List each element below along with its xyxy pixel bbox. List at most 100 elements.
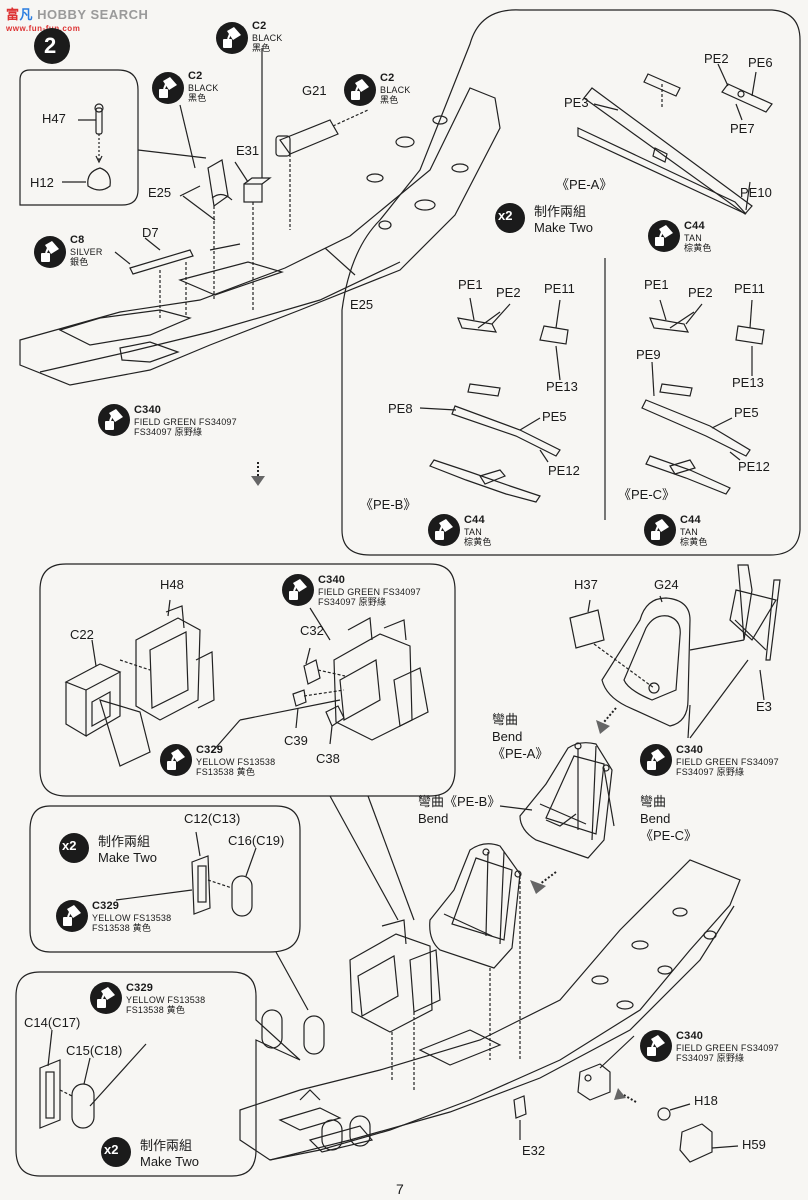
part-c32-shape [303, 659, 321, 685]
paint-icon-black-1 [215, 21, 249, 55]
paint-icon-black-2 [151, 71, 185, 105]
bend-label-pe-c: 彎曲 Bend 《PE-C》 [640, 794, 698, 843]
label-e25-floor: E25 [350, 297, 374, 312]
paint-icon-field-green-1 [97, 403, 131, 437]
make-two-note-1: 制作兩組 Make Two [534, 204, 593, 237]
label-pe10: PE10 [740, 185, 772, 200]
part-c22-shape [64, 663, 151, 767]
label-pe1-b: PE1 [458, 277, 483, 292]
paint-tan-1: C44 TAN 棕黄色 [684, 220, 712, 253]
part-g21-shape [275, 109, 369, 230]
paint-icon-tan-2 [427, 513, 461, 547]
label-pe3: PE3 [564, 95, 589, 110]
paint-black-2: C2 BLACK 黑色 [188, 70, 219, 103]
paint-icon-black-3 [343, 73, 377, 107]
paint-icon-yellow-3 [89, 981, 123, 1015]
paint-black-3: C2 BLACK 黑色 [380, 72, 411, 105]
make-two-en: Make Two [140, 1154, 200, 1170]
seat-arrow-2 [530, 871, 557, 894]
label-c38: C38 [316, 751, 340, 766]
label-pe6: PE6 [748, 55, 773, 70]
label-pe13-c: PE13 [732, 375, 764, 390]
paint-silver: C8 SILVER 銀色 [70, 234, 103, 267]
part-c38-shape [325, 705, 345, 727]
label-e3: E3 [756, 699, 772, 714]
paint-icon-tan-1 [647, 219, 681, 253]
label-g21: G21 [302, 83, 327, 98]
part-seat-frame-shape [333, 617, 429, 741]
label-c16: C16(C19) [228, 833, 285, 848]
group-label-pe-a: 《PE-A》 [556, 177, 613, 192]
make-two-note-3: 制作兩組 Make Two [140, 1138, 199, 1171]
part-bottom-right-shapes [513, 1035, 739, 1163]
label-e25-top: E25 [148, 185, 172, 200]
watermark: 富凡 HOBBY SEARCH www.fun-fun.com [6, 4, 148, 33]
part-c14-shape [39, 1059, 95, 1129]
bend-label-pe-a: 彎曲 Bend 《PE-A》 [492, 712, 549, 761]
pe-c-part-shapes [641, 311, 765, 495]
paint-icon-tan-3 [643, 513, 677, 547]
label-pe5-b: PE5 [542, 409, 567, 424]
label-e31: E31 [236, 143, 260, 158]
make-two-zh: 制作兩組 [140, 1138, 193, 1153]
pe-bubble [341, 9, 801, 556]
paint-icon-yellow-2 [55, 899, 89, 933]
group-label-pe-b: 《PE-B》 [360, 497, 417, 512]
label-pe7: PE7 [730, 121, 755, 136]
floor-bottom-assembly [239, 859, 741, 1161]
c14-bubble [15, 971, 301, 1177]
label-c14: C14(C17) [24, 1015, 81, 1030]
seat-arrow [596, 707, 617, 734]
step-number-circle [34, 28, 70, 64]
x2-label-2: x2 [62, 838, 77, 853]
label-e32: E32 [522, 1143, 546, 1158]
paint-icon-silver [33, 235, 67, 269]
page-number: 7 [396, 1181, 404, 1197]
paint-yellow-3: C329 YELLOW FS13538 FS13538 黄色 [126, 982, 206, 1015]
paint-tan-3: C44 TAN 棕黄色 [680, 514, 708, 547]
part-c12-shape [191, 855, 253, 917]
pe-a-strap-shapes [577, 73, 773, 215]
paint-field-green-4: C340 FIELD GREEN FS34097 FS34097 原野綠 [676, 1030, 779, 1063]
c12-bubble [29, 805, 301, 953]
seat-bent-top [499, 742, 615, 859]
x2-label-3: x2 [104, 1142, 119, 1157]
paint-tan-2: C44 TAN 棕黄色 [464, 514, 492, 547]
label-c15: C15(C18) [66, 1043, 123, 1058]
label-c22: C22 [70, 627, 94, 642]
tank-shapes [261, 1009, 371, 1151]
paint-field-green-3: C340 FIELD GREEN FS34097 FS34097 原野綠 [676, 744, 779, 777]
label-pe5-c: PE5 [734, 405, 759, 420]
label-c12: C12(C13) [184, 811, 241, 826]
label-pe11-c: PE11 [734, 281, 765, 296]
label-pe2-a: PE2 [704, 51, 729, 66]
part-h48-shape [119, 605, 215, 721]
part-e31-shape [243, 177, 272, 310]
part-e3-frame-shape [689, 564, 781, 661]
label-c39: C39 [284, 733, 308, 748]
label-g24: G24 [654, 577, 679, 592]
label-pe13-b: PE13 [546, 379, 578, 394]
make-two-note-2: 制作兩組 Make Two [98, 834, 157, 867]
paint-field-green-1: C340 FIELD GREEN FS34097 FS34097 原野綠 [134, 404, 237, 437]
label-h37: H37 [574, 577, 598, 592]
label-pe12-b: PE12 [548, 463, 580, 478]
label-pe2-c: PE2 [688, 285, 713, 300]
floor-e25-top [19, 87, 501, 386]
part-c39-shape [292, 689, 307, 707]
arrow-h18 [614, 1088, 637, 1103]
seat-bent-lower [429, 843, 522, 969]
watermark-brand: HOBBY SEARCH [37, 7, 149, 22]
part-e25-top-shape [207, 159, 233, 300]
paint-icon-field-green-2 [281, 573, 315, 607]
paint-field-green-2: C340 FIELD GREEN FS34097 FS34097 原野綠 [318, 574, 421, 607]
inset-h47-box [19, 69, 139, 206]
label-h48: H48 [160, 577, 184, 592]
label-pe12-c: PE12 [738, 459, 770, 474]
x2-label-1: x2 [498, 208, 513, 223]
paint-yellow-2: C329 YELLOW FS13538 FS13538 黄色 [92, 900, 172, 933]
paint-icon-yellow-1 [159, 743, 193, 777]
label-pe9: PE9 [636, 347, 661, 362]
